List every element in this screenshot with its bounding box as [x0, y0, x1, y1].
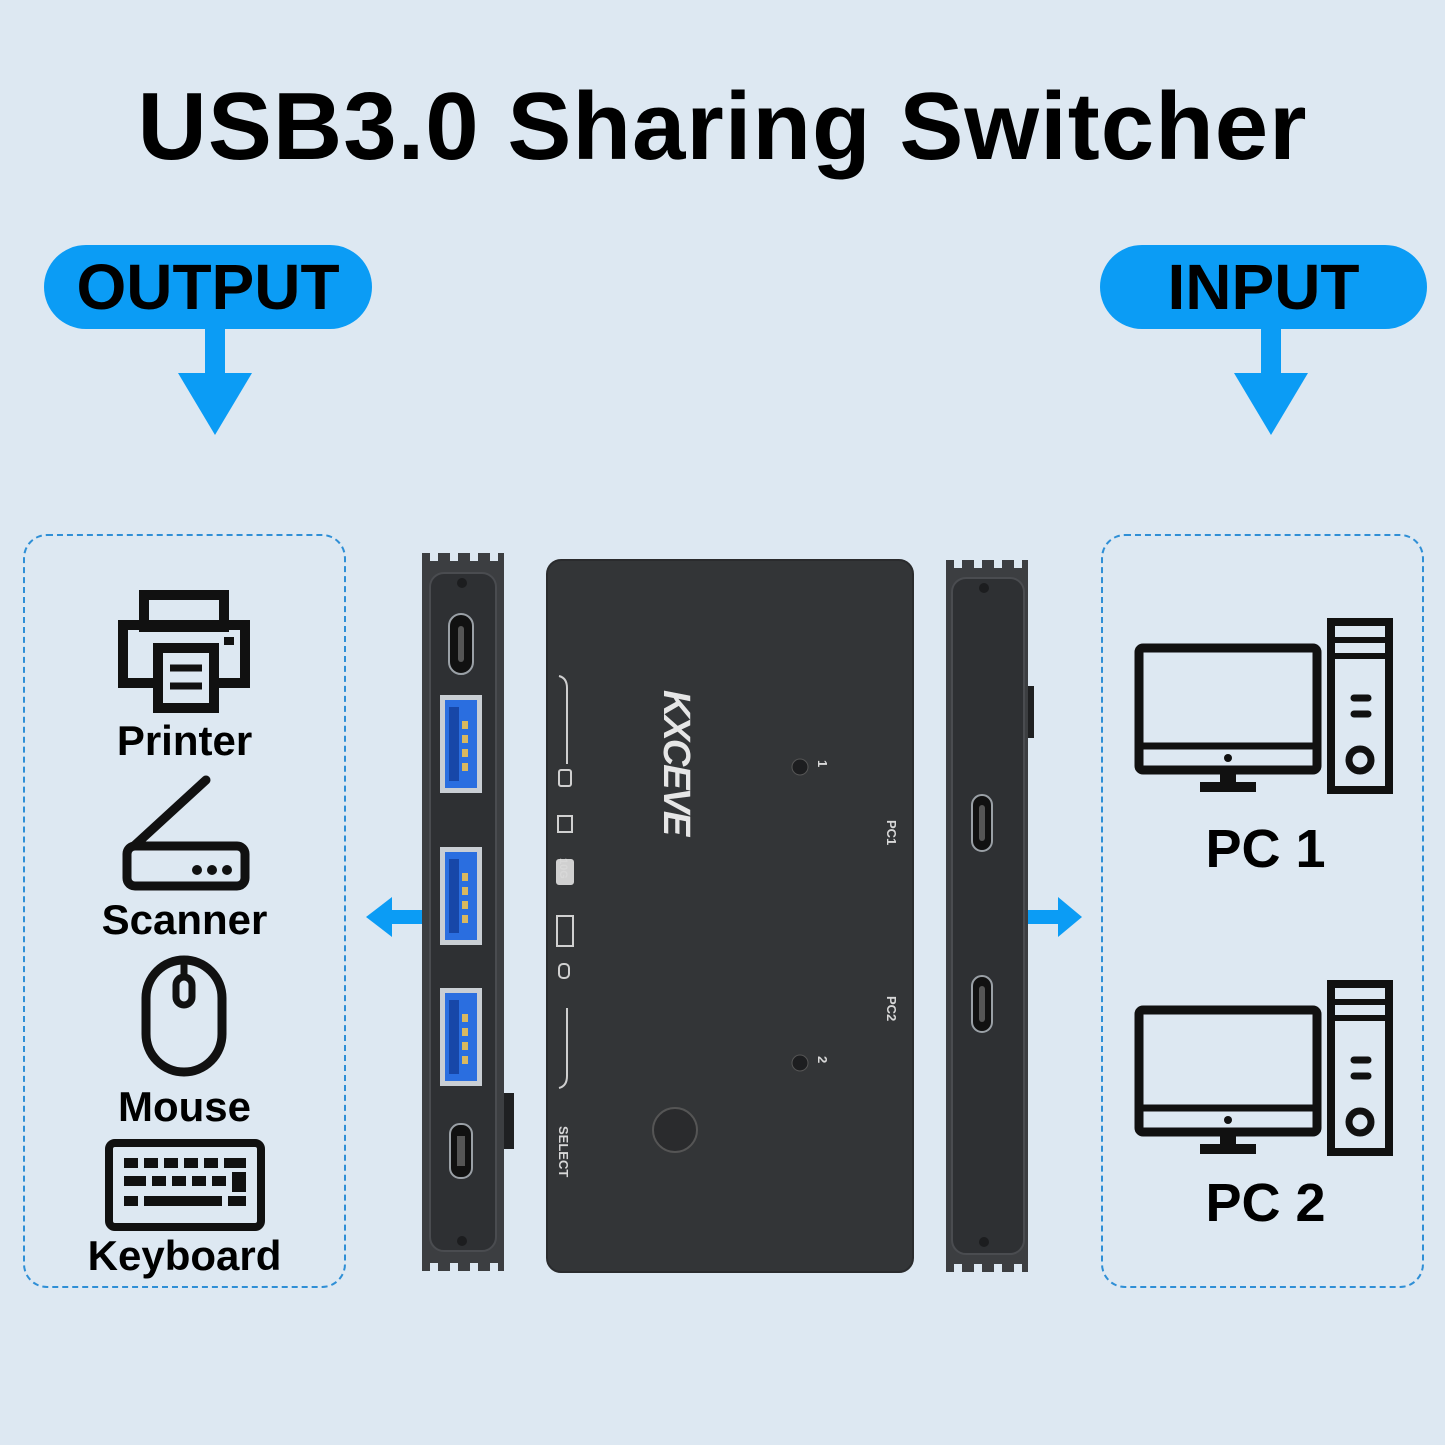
led-2-label: 2	[815, 1056, 830, 1064]
output-pill: OUTPUT	[44, 245, 372, 329]
input-devices-box	[1101, 534, 1424, 1288]
output-devices-box	[23, 534, 346, 1288]
keyboard-icon	[105, 1139, 265, 1231]
printer-icon	[118, 590, 250, 713]
pc2-usb-c-port[interactable]	[970, 974, 994, 1034]
pc1-label: PC 1	[1205, 819, 1326, 879]
pc2-port-label: PC2	[884, 996, 899, 1022]
usb-c-output-port[interactable]	[447, 612, 475, 676]
page-title: USB3.0 Sharing Switcher	[137, 73, 1308, 180]
keyboard-label: Keyboard	[87, 1232, 282, 1279]
usb-a-port-2[interactable]	[438, 845, 484, 947]
power-port[interactable]	[448, 1122, 474, 1180]
input-pill: INPUT	[1100, 245, 1427, 329]
output-down-arrow-icon	[178, 325, 252, 435]
desktop-pc-icon	[1134, 980, 1393, 1156]
device-top-face	[546, 559, 914, 1273]
scanner-icon	[122, 775, 250, 891]
select-label: SELECT	[556, 1126, 571, 1178]
right-arrow-icon	[1028, 897, 1082, 937]
usb-a-port-1[interactable]	[438, 693, 484, 795]
mouse-icon	[141, 955, 227, 1077]
left-arrow-icon	[366, 897, 422, 937]
speed-badge: 10G	[557, 858, 569, 879]
device-input-side	[946, 560, 1034, 1272]
brand-logo: KXCEVE	[655, 690, 697, 835]
usb-a-port-3[interactable]	[438, 986, 484, 1088]
pc1-usb-c-port[interactable]	[970, 793, 994, 853]
printer-label: Printer	[116, 717, 253, 764]
select-button[interactable]	[653, 1108, 697, 1152]
pc2-label: PC 2	[1205, 1173, 1326, 1233]
input-down-arrow-icon	[1234, 325, 1308, 435]
pc1-port-label: PC1	[884, 820, 899, 846]
mouse-label: Mouse	[117, 1083, 251, 1130]
scanner-label: Scanner	[101, 896, 268, 943]
desktop-pc-icon	[1134, 618, 1393, 794]
led-1-label: 1	[815, 760, 830, 768]
